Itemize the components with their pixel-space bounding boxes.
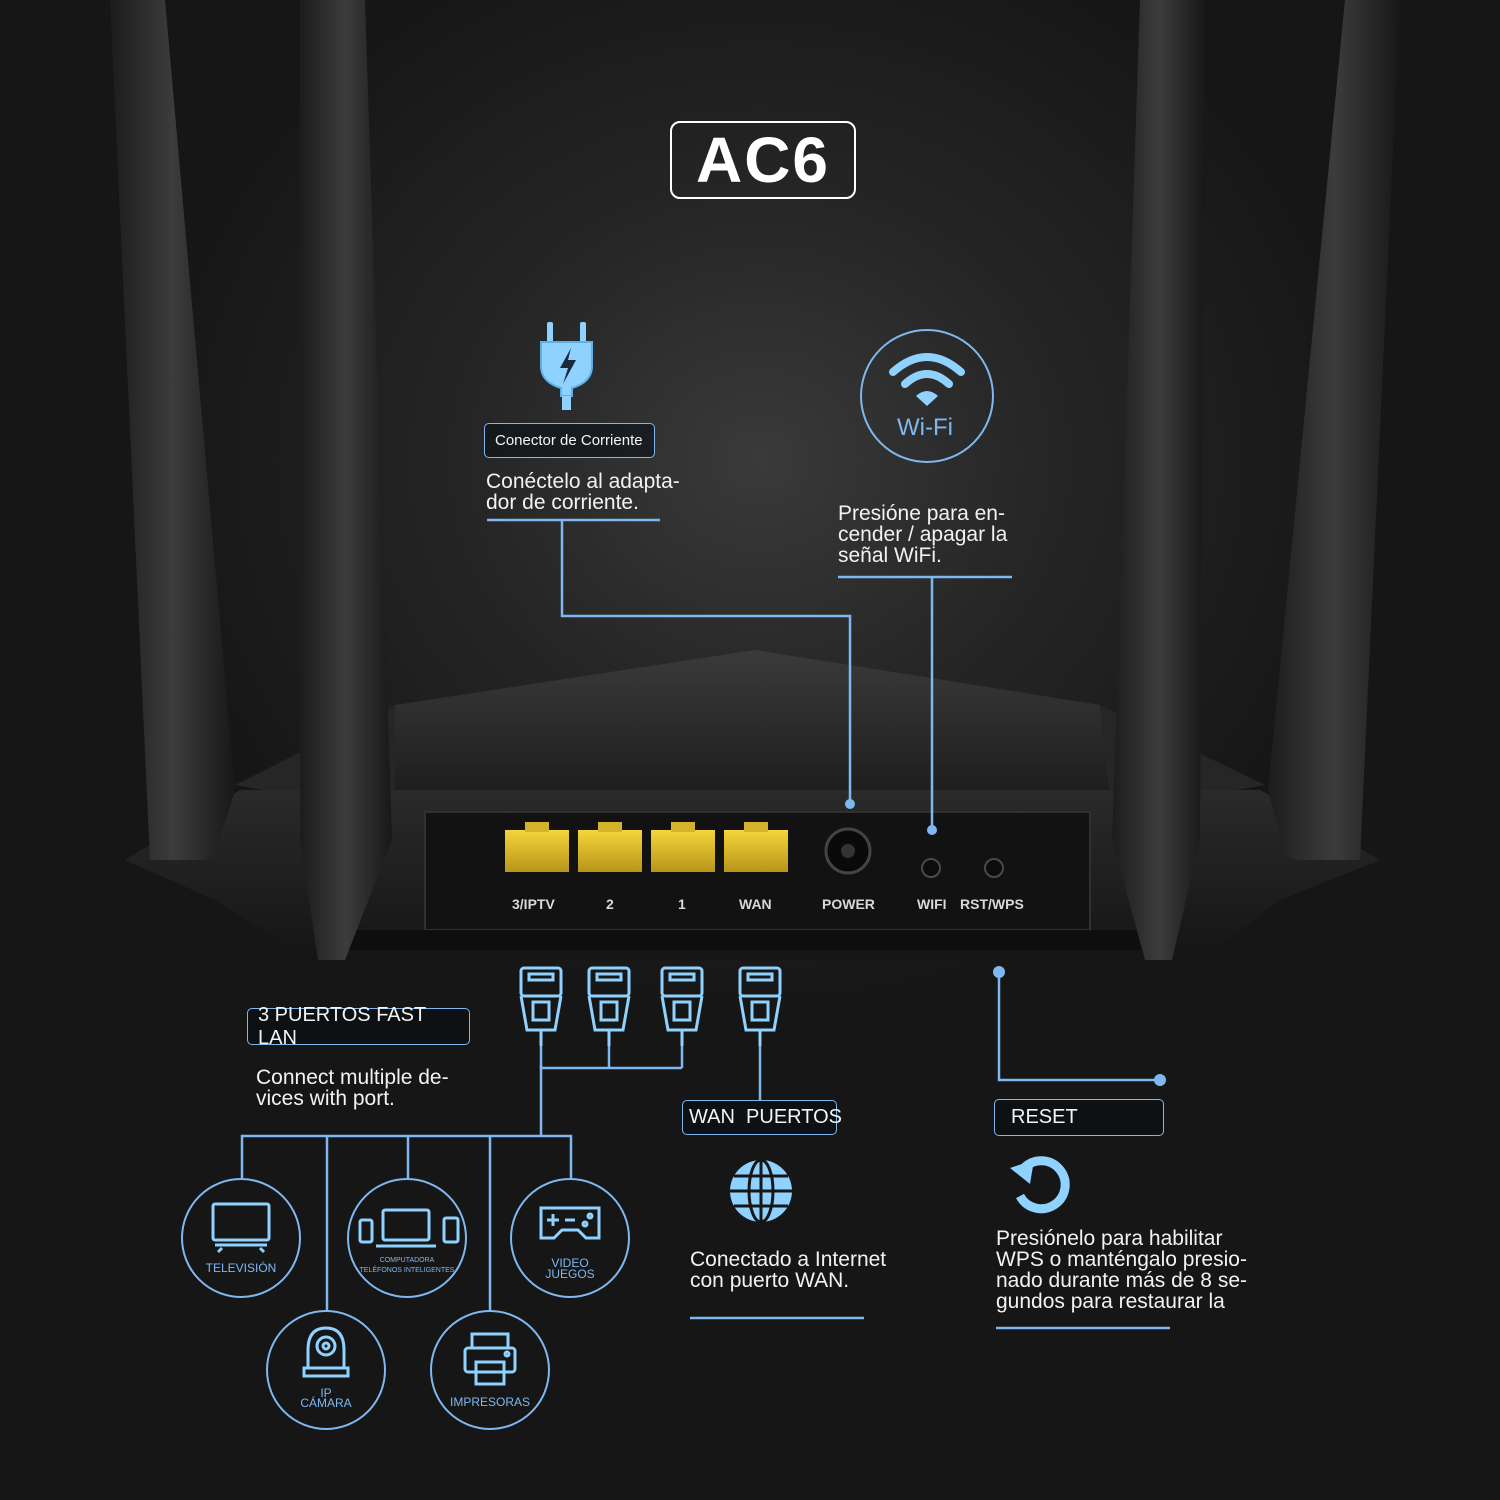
antenna-right-inner: [1112, 0, 1205, 960]
reset-description: Presiónelo para habilitar WPS o manténga…: [996, 1227, 1247, 1313]
wifi-description: Presióne para en- cender / apagar la señ…: [838, 502, 1008, 567]
model-badge: AC6: [670, 121, 856, 199]
rst-wps-button: [984, 858, 1004, 878]
printer-device-circle: [430, 1310, 550, 1430]
lan-port-1: [651, 822, 715, 872]
antenna-right-outer: [1268, 0, 1400, 860]
port-label-1: 1: [678, 896, 686, 912]
tv-device-circle: [181, 1178, 301, 1298]
antenna-left-outer: [110, 0, 235, 860]
reset-tag: RESET: [994, 1099, 1164, 1136]
globe-icon: [730, 1158, 792, 1224]
games-label-line2: JUEGOS: [545, 1267, 595, 1281]
power-plug-icon: [540, 322, 593, 410]
power-connector-tag: Conector de Corriente: [484, 423, 655, 458]
wan-description: Conectado a Internet con puerto WAN.: [690, 1248, 887, 1292]
wifi-icon-label: Wi-Fi: [897, 414, 953, 441]
callout-dots: [845, 799, 1166, 1086]
camera-label-line1: IP: [320, 1386, 332, 1400]
lan-tag: 3 PUERTOS FAST LAN: [247, 1004, 470, 1049]
computer-label-line2: TELÉFONOS INTELIGENTES: [359, 1267, 455, 1274]
tv-label: TELEVISIÓN: [205, 1261, 277, 1275]
port-label-3-iptv: 3/IPTV: [512, 896, 555, 912]
gamepad-icon: [539, 1206, 601, 1240]
games-device-circle: [510, 1178, 630, 1298]
lan-description: Connect multiple de- vices with port.: [256, 1066, 449, 1110]
camera-device-circle: [266, 1310, 386, 1430]
games-label-line1: VIDEO: [551, 1256, 589, 1270]
wifi-icon: [860, 329, 994, 463]
wifi-button: [921, 858, 941, 878]
ip-camera-icon: [302, 1326, 350, 1378]
lan-port-2: [578, 822, 642, 872]
port-label-2: 2: [606, 896, 614, 912]
antenna-left-inner: [300, 0, 392, 960]
router-body: [125, 650, 1380, 960]
power-connector-description: Conéctelo al adapta- dor de corriente.: [486, 470, 680, 514]
printer-label: IMPRESORAS: [449, 1395, 530, 1409]
computer-phone-icon: [358, 1208, 460, 1248]
power-jack: [824, 827, 872, 875]
computer-label-line1: COMPUTADORA: [379, 1257, 435, 1264]
computer-device-circle: [347, 1178, 467, 1298]
port-label-power: POWER: [822, 896, 875, 912]
wan-port: [724, 822, 788, 872]
reset-icon: [1010, 1156, 1070, 1214]
callout-lines: [240, 518, 1170, 1330]
ethernet-plug-icon: [519, 966, 782, 1046]
printer-icon: [463, 1332, 517, 1386]
port-label-rst-wps: RST/WPS: [960, 896, 1024, 912]
port-label-wifi: WIFI: [917, 896, 947, 912]
port-label-wan: WAN: [739, 896, 772, 912]
camera-label-line2: CÁMARA: [300, 1396, 352, 1410]
lan-port-3-iptv: [505, 822, 569, 872]
tv-icon: [211, 1202, 271, 1254]
wan-tag: WAN PUERTOS: [682, 1100, 842, 1135]
